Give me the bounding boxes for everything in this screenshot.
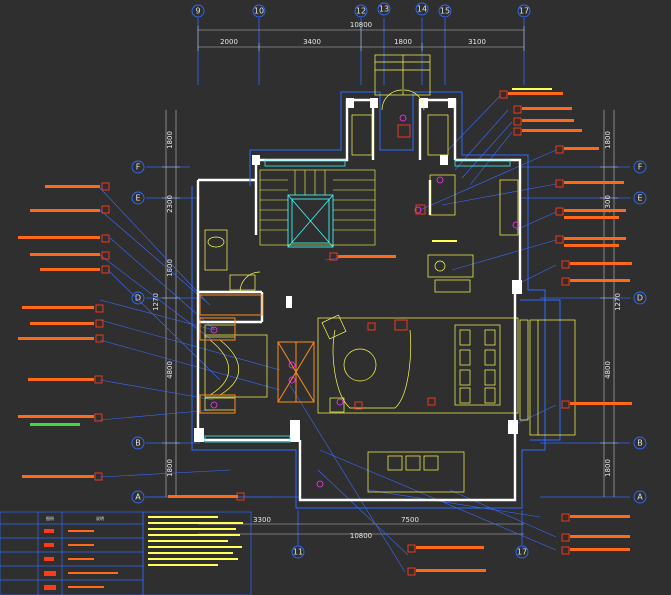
dim-top-2: 3400 [303, 38, 321, 46]
axis-bubbles [131, 2, 647, 559]
dim-top-3: 1800 [394, 38, 412, 46]
axis-label-row-d-left: D [135, 294, 141, 303]
dim-left-6: 1800 [166, 459, 174, 477]
kitchen-furniture [427, 174, 576, 436]
dim-right-5: 1800 [604, 459, 612, 477]
axis-label-col-9: 9 [195, 7, 200, 16]
dim-left-2: 2300 [166, 195, 174, 213]
dim-top-1: 2000 [220, 38, 238, 46]
central-block [199, 294, 315, 414]
legend-content: 图例 说明 [44, 515, 243, 590]
dimension-lines [162, 26, 618, 535]
dim-left-5: 4800 [166, 361, 174, 379]
axis-label-col-14: 14 [417, 5, 427, 14]
dim-left-4: 1270 [152, 293, 160, 311]
dim-right-3: 1270 [614, 293, 622, 311]
dim-top-total: 10800 [350, 21, 372, 29]
dim-bottom-total: 10800 [350, 532, 372, 540]
top-window [204, 159, 511, 443]
callout-boxes [94, 90, 570, 576]
stair-treads [259, 169, 376, 246]
magenta-marks [210, 114, 520, 488]
axis-label-row-e-right: E [637, 194, 642, 203]
axis-label-row-f-right: F [638, 163, 643, 172]
staircase [287, 194, 334, 248]
dim-left-3: 1800 [166, 259, 174, 277]
axis-label-col-17: 17 [519, 7, 529, 16]
dim-left-1: 1800 [166, 131, 174, 149]
dim-right-4: 4800 [604, 361, 612, 379]
axis-label-row-a-left: A [135, 493, 141, 502]
dim-right-2: 2300 [604, 195, 612, 213]
outer-outline [191, 91, 561, 509]
axis-label-row-f-left: F [136, 163, 141, 172]
axis-label-col-15: 15 [440, 7, 450, 16]
axis-label-col-10: 10 [254, 7, 264, 16]
legend-header-symbol: 图例 [46, 515, 54, 521]
wall-columns [194, 98, 522, 442]
dimension-labels: 10800 2000 3400 1800 3100 3300 7500 1080… [152, 21, 622, 540]
dim-bottom-1: 3300 [253, 516, 271, 524]
legend-table [0, 511, 252, 595]
dim-right-1: 1800 [604, 131, 612, 149]
legend-header-desc: 说明 [96, 515, 104, 521]
dim-bottom-2: 7500 [401, 516, 419, 524]
axis-labels: 9 10 12 13 14 15 17 F E D B A F E D B A … [135, 5, 643, 557]
axis-label-bottom-11: 11 [293, 548, 303, 557]
callout-annotations [18, 88, 632, 572]
axis-label-bottom-17: 17 [517, 548, 527, 557]
axis-label-col-13: 13 [379, 5, 389, 14]
axis-label-row-a-right: A [637, 493, 643, 502]
living-furniture [317, 314, 519, 493]
axis-label-row-d-right: D [637, 294, 643, 303]
dim-top-4: 3100 [468, 38, 486, 46]
entrance [351, 54, 449, 156]
axis-label-row-e-left: E [135, 194, 140, 203]
axis-label-row-b-left: B [135, 439, 141, 448]
axis-label-col-12: 12 [356, 7, 366, 16]
axis-label-row-b-right: B [637, 439, 643, 448]
bedroom-furniture [204, 229, 268, 411]
